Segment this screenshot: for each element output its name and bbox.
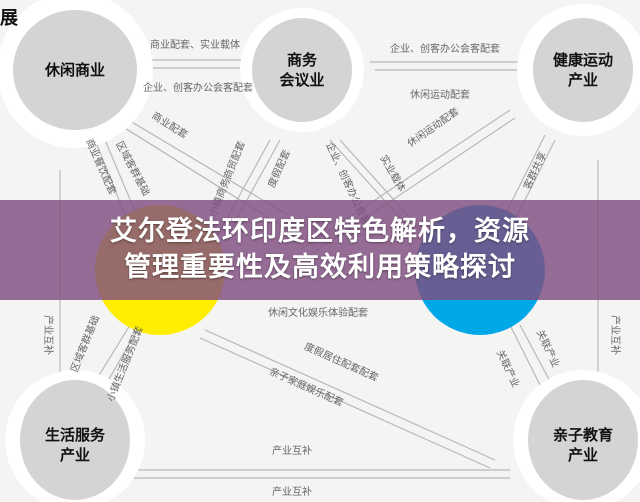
edge-label: 产业互补 [272, 485, 312, 498]
edge-label: 关联产业 [534, 328, 563, 370]
node-label: 健康运动 [553, 51, 613, 69]
edge-label: 休闲运动配套 [405, 105, 462, 150]
node-label: 生活服务 [45, 426, 106, 444]
edge-label: 关联产业 [494, 348, 523, 390]
node-life-services [20, 380, 130, 500]
edge-label: 商业配套、实业载体 [150, 38, 240, 51]
edge-label: 休闲运动配套 [410, 88, 470, 101]
title-banner: 艾尔登法环印度区特色解析，资源 管理重要性及高效利用策略探讨 [0, 200, 640, 300]
edge-label: 区域客群基础 [67, 313, 102, 374]
node-health-sports [533, 18, 633, 122]
edge-label: 产业互补 [609, 315, 622, 355]
edge-label: 亲子家庭娱乐配套 [267, 365, 345, 409]
banner-title-line-2: 管理重要性及高效利用策略探讨 [124, 252, 516, 283]
banner-title-line-1: 艾尔登法环印度区特色解析，资源 [110, 216, 530, 247]
node-label: 休闲商业 [44, 61, 105, 79]
edge-label: 区域客群基础 [113, 139, 153, 198]
node-label: 商务 [287, 51, 318, 69]
node-label: 亲子教育 [553, 426, 613, 444]
edge-label: 产业互补 [42, 315, 55, 355]
node-label: 产业 [60, 446, 90, 464]
edge-label: 休闲文化娱乐体验配套 [268, 306, 368, 319]
edge-label: 度假配套 [265, 148, 293, 190]
corner-title-fragment: 展 [0, 8, 18, 29]
node-business-conference [252, 18, 352, 122]
node-label: 产业 [568, 71, 598, 89]
edge-label: 企业、创客办公会客配套 [143, 81, 253, 94]
node-label: 产业 [568, 446, 598, 464]
node-family-education [528, 380, 638, 500]
edge-label: 企业、创客办公会客配套 [390, 42, 500, 55]
edge-label: 产业互补 [272, 444, 312, 457]
node-leisure-commerce [13, 10, 137, 130]
edge-label: 度假居住配套配套 [302, 340, 380, 384]
node-label: 会议业 [279, 71, 324, 89]
